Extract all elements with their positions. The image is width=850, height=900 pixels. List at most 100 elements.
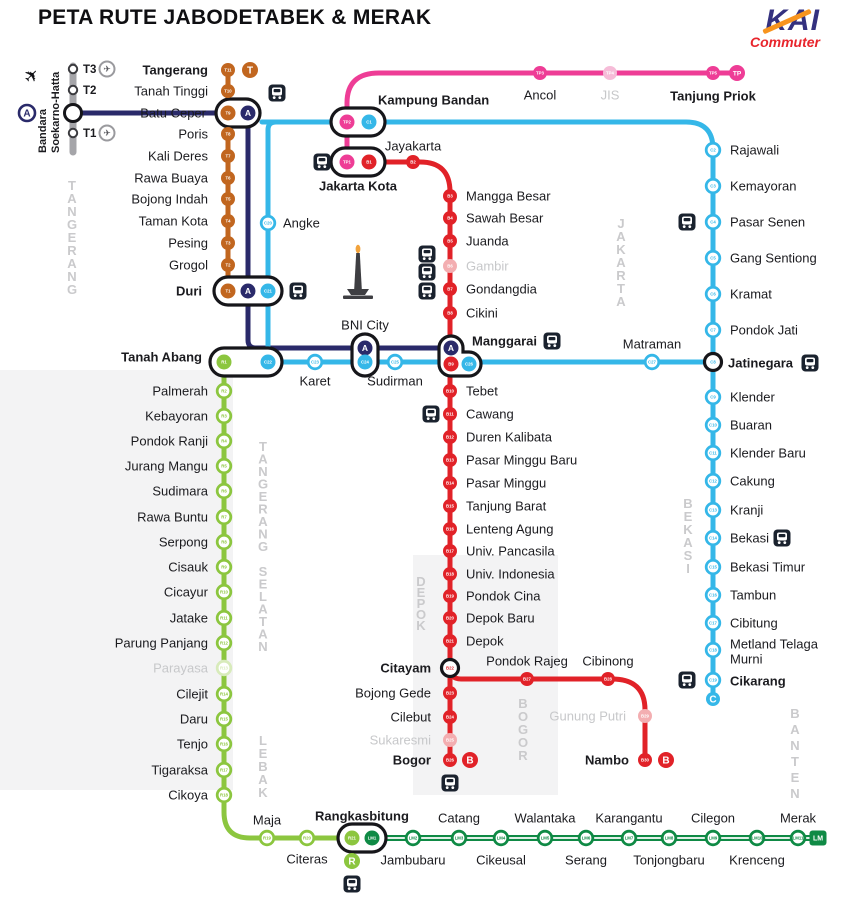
station-cikini-red [443, 306, 457, 320]
station-sawah-besar-red [443, 211, 457, 225]
line-badge-r-5-label: R [348, 857, 356, 868]
station-univ-indonesia-red [443, 567, 457, 581]
station-code: C25 [391, 360, 399, 365]
station-jakarta-kota-pink [339, 154, 355, 170]
station-code: LM10 [752, 836, 764, 841]
station-code: C24 [361, 360, 369, 365]
station-label: Tebet [466, 384, 498, 399]
station-label: Matraman [623, 337, 682, 352]
station-cikarang-cyan [704, 671, 722, 689]
station-label: Univ. Pancasila [466, 544, 555, 559]
station-jatake-green [215, 609, 233, 627]
station-label: Jakarta Kota [319, 179, 398, 194]
station-code: R5 [221, 464, 227, 469]
station-label: Parung Panjang [115, 636, 208, 651]
station-label: Juanda [466, 234, 509, 249]
station-label: Jambubaru [380, 853, 445, 868]
station-label: Tanjung Priok [670, 89, 756, 104]
station-code: R9 [221, 565, 227, 570]
station-label: Cilebut [391, 710, 432, 725]
station-label: Jurang Mangu [125, 459, 208, 474]
plane-glyph-icon: ✈ [103, 128, 111, 138]
line-badge-c-4 [706, 692, 720, 706]
station-jurang-mangu-green [215, 457, 233, 475]
station-duri-navy [240, 283, 256, 299]
station-ancol-pink [533, 66, 547, 80]
station-code: C2 [710, 148, 716, 153]
station-code: R8 [221, 540, 227, 545]
station-code: B6 [447, 264, 453, 269]
station-manggarai-navy [443, 340, 459, 356]
station-klender-cyan [704, 388, 722, 406]
station-code: B18 [446, 572, 454, 577]
station-jatinegara-cyan [702, 351, 724, 373]
station-building-icon [418, 263, 436, 281]
station-depok-baru-red [443, 611, 457, 625]
station-code: T2 [225, 263, 231, 268]
station-building-icon [313, 153, 331, 171]
terminal-stop-t2 [67, 84, 79, 96]
station-label: Pasar Minggu [466, 476, 546, 491]
station-bni-city-cyan [357, 354, 373, 370]
station-code: C9 [710, 395, 716, 400]
station-building-icon [801, 354, 819, 372]
station-label: Tangerang [143, 63, 209, 78]
terminal-stop-t1 [67, 127, 79, 139]
station-label: Cikeusal [476, 853, 526, 868]
station-cilejit-green [215, 685, 233, 703]
station-code: LM2 [409, 836, 418, 841]
station-bni-city-navy [357, 340, 373, 356]
station-code: LM8 [665, 836, 674, 841]
station-building-icon [422, 405, 440, 423]
airport-name-line2: Soekarno-Hatta [50, 71, 62, 153]
station-code: LM1 [368, 836, 377, 841]
station-code: B16 [446, 527, 454, 532]
station-code: C13 [709, 508, 717, 513]
station-code: T8 [225, 132, 231, 137]
station-label: Batu Ceper [140, 106, 206, 121]
station-duri-cyan [260, 283, 276, 299]
station-label: Maja [253, 813, 282, 828]
station-label: Cikoya [168, 788, 209, 803]
station-label: Sawah Besar [466, 211, 544, 226]
station-bogor-red [443, 753, 457, 767]
station-duren-kalibata-red [443, 430, 457, 444]
station-label: Klender [730, 390, 775, 405]
station-label: Tonjongbaru [633, 853, 705, 868]
station-palmerah-green [215, 382, 233, 400]
terminal-label: T1 [83, 128, 97, 140]
terminal-plane-icon [98, 124, 116, 142]
station-code: R15 [220, 717, 228, 722]
station-label: Murni [730, 652, 763, 667]
station-label: JIS [601, 88, 620, 103]
station-code: B15 [446, 504, 454, 509]
station-label: Sukaresmi [370, 733, 432, 748]
line-badge-lm-6 [809, 830, 827, 846]
line-badge-lm-6-label: LM [813, 836, 823, 843]
station-code: LM9 [709, 836, 718, 841]
station-kemayoran-cyan [704, 177, 722, 195]
kai-commuter-logo: KAI Commuter [750, 6, 820, 51]
station-bekasi-timur-cyan [704, 558, 722, 576]
station-label: Bekasi [730, 531, 769, 546]
station-code: C7 [710, 328, 716, 333]
station-bojong-indah-orange [221, 192, 235, 206]
station-code: C20 [264, 221, 272, 226]
station-label: Kemayoran [730, 179, 796, 194]
station-label: Depok Baru [466, 611, 535, 626]
station-label: Pondok Jati [730, 323, 798, 338]
station-code: B21 [446, 639, 454, 644]
station-code: B10 [446, 389, 454, 394]
station-label: Depok [466, 634, 504, 649]
station-juanda-red [443, 234, 457, 248]
station-code: TP4 [606, 71, 614, 76]
station-tanah-abang-green [216, 354, 232, 370]
station-label: Kramat [730, 287, 772, 302]
station-code: B5 [447, 239, 453, 244]
terminal-label: T3 [83, 64, 96, 76]
station-code: R1 [221, 360, 227, 365]
station-label: Bojong Gede [355, 686, 431, 701]
station-label: Gambir [466, 259, 509, 274]
